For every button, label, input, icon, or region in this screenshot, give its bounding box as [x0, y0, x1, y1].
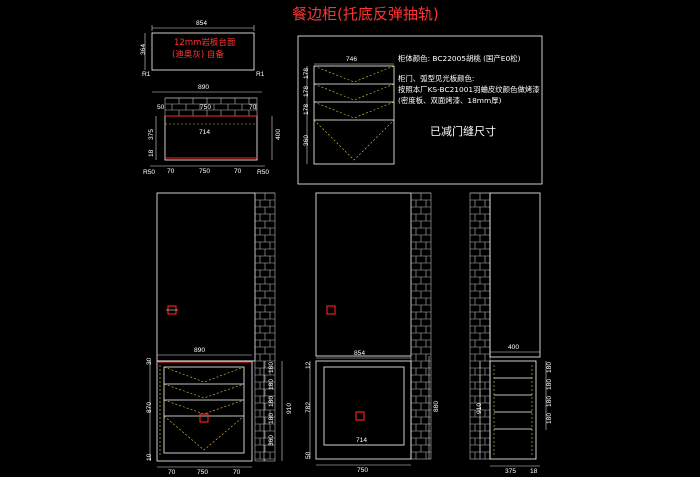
notes-line4: (密度板、双面烤漆、18mm厚) [398, 96, 502, 105]
side-rdim-2: 180 [546, 379, 553, 390]
notes-frame [297, 35, 543, 185]
front-left-rdim-3: 180 [268, 396, 275, 407]
plan-bottom-right: 70 [234, 168, 242, 175]
notes-dim-3: 178 [303, 104, 310, 115]
plan-left-vertical: 375 [148, 129, 155, 140]
countertop-outline [151, 32, 255, 71]
front-middle-elevation: 854 714 12 782 50 880 750 [305, 192, 440, 474]
side-rdim-1: 180 [546, 362, 553, 373]
front-mid-bottom-width: 750 [357, 467, 368, 474]
plan-bottom-left: 70 [167, 168, 175, 175]
front-left-rdim-1: 180 [268, 362, 275, 373]
countertop-depth-label: 364 [140, 44, 147, 55]
front-left-rtotal: 910 [286, 403, 293, 414]
countertop-width-label: 854 [196, 20, 207, 27]
front-left-rdim-2: 180 [268, 379, 275, 390]
front-left-upper-panel [156, 192, 256, 362]
notes-line1: 柜体颜色: BC22005胡桃 (国产E0松) [398, 54, 521, 63]
plan-top-width: 890 [198, 84, 209, 91]
front-mid-inner-width: 714 [356, 437, 367, 444]
front-left-dim-b: 870 [146, 402, 153, 413]
front-mid-upper-panel [315, 192, 412, 357]
front-left-dim-c: 10 [146, 453, 153, 461]
notes-drawer-width: 746 [346, 56, 357, 63]
front-mid-cabinet [315, 360, 412, 460]
notes-line5: 已减门缝尺寸 [430, 124, 496, 138]
front-left-dim-a: 30 [146, 357, 153, 365]
countertop-view: 854 364 R1 R1 12mm岩板台面 (迪奥灰) 自备 [140, 20, 265, 78]
side-rdim-3: 180 [546, 396, 553, 407]
side-wall-bricks [469, 192, 491, 460]
side-left-total: 910 [476, 403, 483, 414]
front-left-cabinet [156, 360, 253, 462]
plan-cabinet-outline [164, 115, 258, 161]
countertop-corner-right: R1 [256, 71, 265, 78]
side-upper-panel [489, 192, 541, 358]
notes-line2: 柜门、弧型见光板颜色: [398, 74, 474, 83]
side-elevation: 400 910 180 180 180 180 375 18 [469, 192, 553, 475]
front-left-bottom-right: 70 [233, 469, 241, 476]
front-left-elevation: 890 30 870 10 180 180 180 180 360 910 70… [146, 192, 293, 476]
notes-dim-2: 178 [303, 86, 310, 97]
side-top-width: 400 [508, 344, 519, 351]
front-left-top-width: 890 [194, 347, 205, 354]
front-left-rdim-4: 180 [268, 413, 275, 424]
side-cabinet [489, 360, 537, 460]
plan-right-vertical: 400 [275, 129, 282, 140]
notes-panel: 746 178 178 178 360 柜体颜色: BC22005胡桃 (国产E… [297, 35, 543, 185]
countertop-note-line1: 12mm岩板台面 [174, 37, 236, 48]
front-left-bottom-mid: 750 [197, 469, 208, 476]
front-left-cabinet-socket-icon [199, 413, 209, 423]
plan-right-small: 70 [249, 104, 257, 111]
front-mid-socket-icon [326, 305, 336, 315]
side-rdim-4: 180 [546, 413, 553, 424]
front-mid-cabinet-socket-icon [355, 411, 365, 421]
front-mid-dim-b: 782 [305, 402, 312, 413]
plan-view: 890 750 714 50 70 375 18 400 70 750 70 R… [143, 84, 282, 176]
notes-dim-4: 360 [303, 135, 310, 146]
front-mid-dim-c: 50 [305, 451, 312, 459]
plan-bottom-mid: 750 [199, 168, 210, 175]
drawing-title: 餐边柜(托底反弹抽轨) [292, 5, 439, 23]
front-left-bottom-left: 70 [168, 469, 176, 476]
plan-left-small: 50 [157, 104, 165, 111]
countertop-note-line2: (迪奥灰) 自备 [172, 49, 224, 60]
front-left-rdim-5: 360 [268, 435, 275, 446]
side-bottom-depth: 375 [505, 468, 516, 475]
plan-corner-left: R50 [143, 169, 155, 176]
front-mid-rtotal: 880 [433, 401, 440, 412]
front-left-wall-bricks [254, 192, 276, 462]
front-mid-top-width: 854 [354, 350, 365, 357]
plan-corner-right: R50 [257, 169, 269, 176]
notes-dim-1: 178 [303, 68, 310, 79]
notes-drawer-elevation [313, 65, 395, 165]
notes-line3: 按照本厂KS-BC21001羽蛐皮纹颜色做烤漆 [398, 85, 540, 94]
plan-inner-sub: 714 [199, 129, 210, 136]
front-mid-wall-bricks [410, 192, 432, 460]
side-bottom-small: 18 [530, 468, 538, 475]
plan-left-vertical2: 18 [148, 149, 155, 157]
countertop-corner-left: R1 [142, 71, 151, 78]
plan-inner-width: 750 [200, 104, 211, 111]
front-mid-dim-a: 12 [305, 361, 312, 369]
plan-wall-bricks [164, 97, 258, 117]
